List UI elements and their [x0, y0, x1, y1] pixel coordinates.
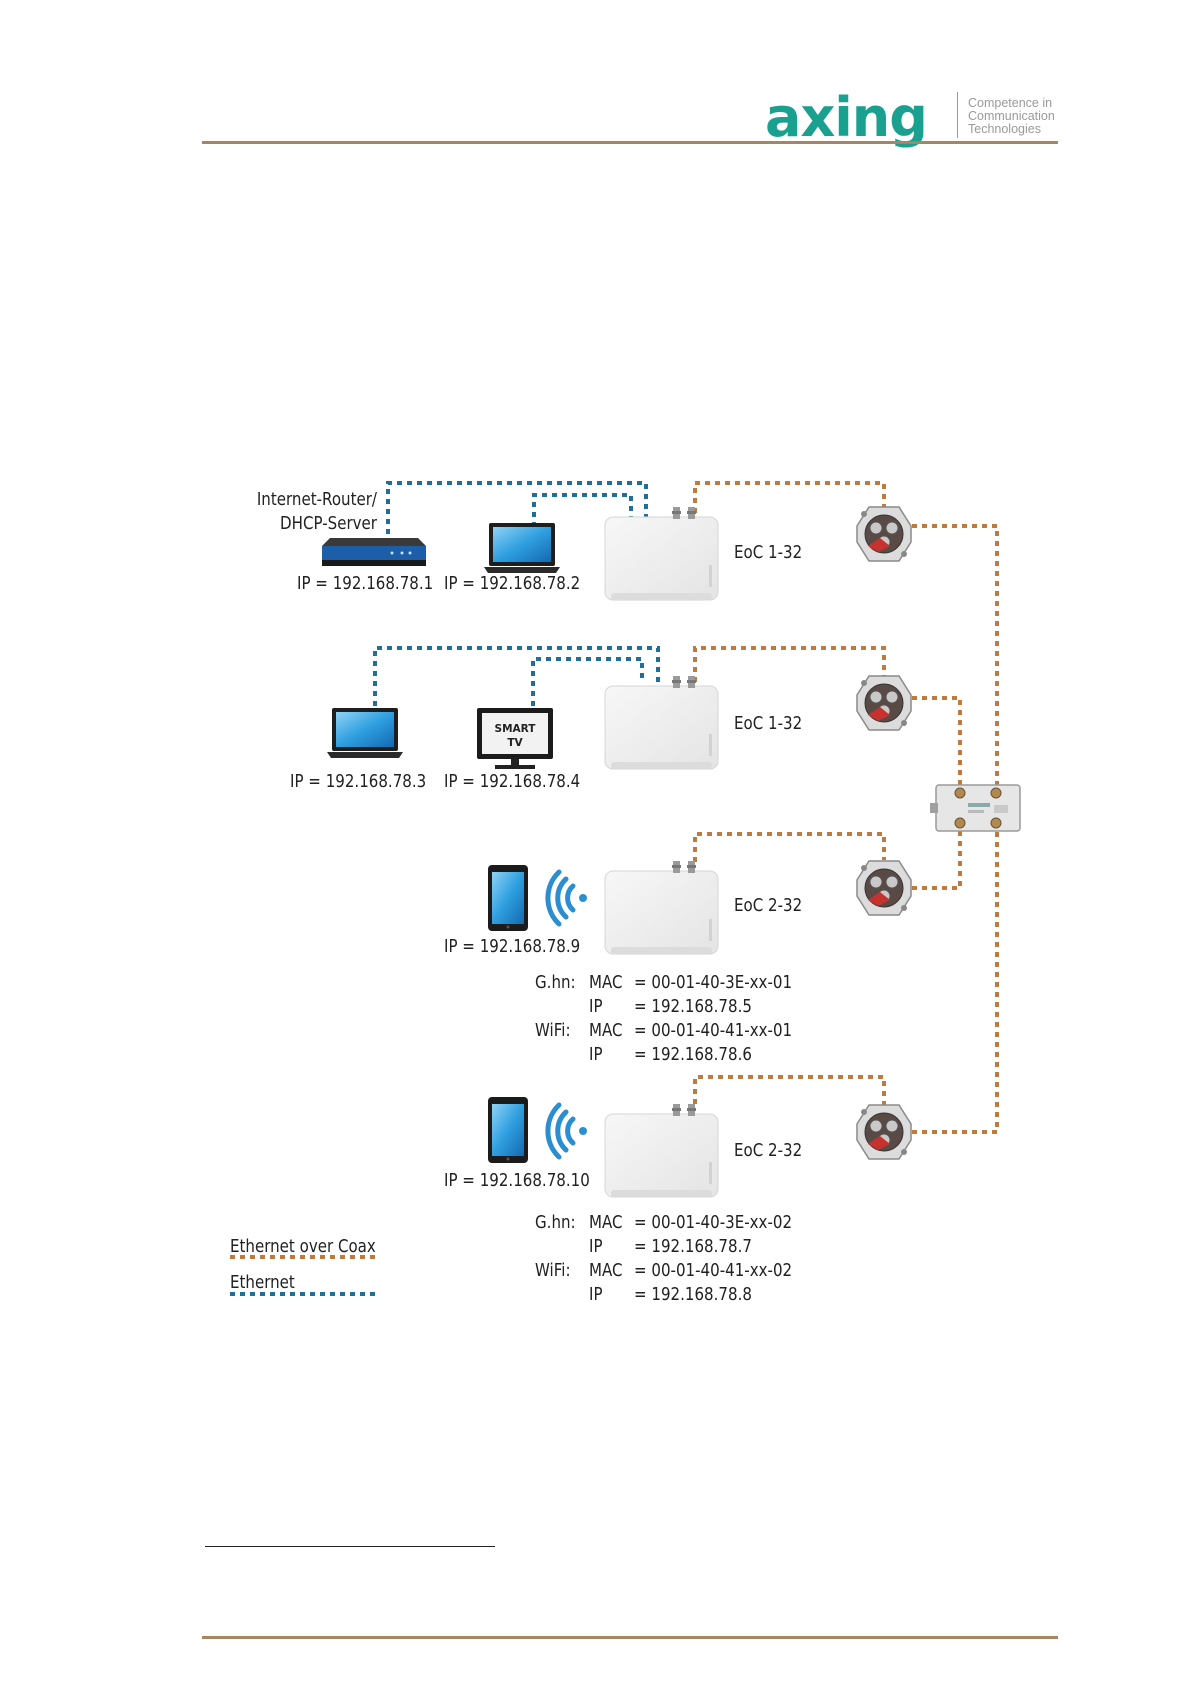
svg-text:TV: TV	[507, 737, 523, 749]
tablet-2-ip: IP = 192.168.78.10	[444, 1171, 590, 1191]
eoc-adapter-icon	[604, 506, 719, 601]
wall-socket-icon	[856, 675, 912, 731]
laptop-1-ip: IP = 192.168.78.2	[444, 574, 581, 594]
wifi-ip-value: = 192.168.78.8	[634, 1285, 752, 1305]
ip-key: IP	[589, 997, 603, 1017]
tablet-icon	[488, 1097, 528, 1163]
ethernet-links	[373, 481, 660, 706]
eoc-label-4: EoC 2-32	[734, 1141, 803, 1161]
tagline-line-1: Competence in	[968, 96, 1053, 110]
laptop-2-ip: IP = 192.168.78.3	[290, 772, 427, 792]
router-icon	[322, 538, 426, 566]
wifi-mac-value: = 00-01-40-41-xx-02	[634, 1261, 793, 1281]
eoc-links	[693, 481, 999, 1134]
tablet-icon	[488, 865, 528, 931]
eoc-adapter-icon	[604, 675, 719, 770]
ip-key: IP	[589, 1045, 603, 1065]
eoc-label-3: EoC 2-32	[734, 896, 803, 916]
ghn-mac-value: = 00-01-40-3E-xx-01	[634, 973, 793, 993]
router-label-line-1: Internet-Router/	[256, 490, 377, 510]
tagline-line-2: Communication	[968, 109, 1055, 123]
mac-key: MAC	[589, 1261, 623, 1281]
ghn-label: G.hn:	[535, 1213, 576, 1233]
wifi-label: WiFi:	[535, 1261, 571, 1281]
ip-key: IP	[589, 1285, 603, 1305]
ghn-ip-value: = 192.168.78.5	[634, 997, 752, 1017]
svg-text:SMART: SMART	[495, 723, 537, 735]
legend-eoc-label: Ethernet over Coax	[230, 1237, 376, 1257]
laptop-icon	[327, 708, 403, 758]
header-rule	[202, 141, 1058, 144]
eoc-adapter-icon	[604, 1103, 719, 1198]
eoc-label-1: EoC 1-32	[734, 543, 803, 563]
footnote-rule	[205, 1546, 495, 1547]
ip-key: IP	[589, 1237, 603, 1257]
wall-socket-icon	[856, 1104, 912, 1160]
mac-key: MAC	[589, 973, 623, 993]
ghn-ip-value: = 192.168.78.7	[634, 1237, 752, 1257]
wifi-ip-value: = 192.168.78.6	[634, 1045, 752, 1065]
router-label-line-2: DHCP-Server	[280, 514, 377, 534]
smart-tv-icon: SMART TV	[477, 708, 553, 769]
wifi-label: WiFi:	[535, 1021, 571, 1041]
footer-rule	[202, 1636, 1058, 1639]
eoc-label-2: EoC 1-32	[734, 714, 803, 734]
wifi-icon	[548, 872, 587, 924]
laptop-icon	[484, 523, 560, 573]
legend-ethernet-label: Ethernet	[230, 1273, 295, 1293]
mac-key: MAC	[589, 1213, 623, 1233]
ghn-label: G.hn:	[535, 973, 576, 993]
tv-ip: IP = 192.168.78.4	[444, 772, 581, 792]
wall-socket-icon	[856, 506, 912, 562]
mac-key: MAC	[589, 1021, 623, 1041]
tablet-1-ip: IP = 192.168.78.9	[444, 937, 581, 957]
eoc-adapter-icon	[604, 860, 719, 955]
axing-logo: axing	[765, 86, 928, 149]
wifi-mac-value: = 00-01-40-41-xx-01	[634, 1021, 793, 1041]
ghn-mac-value: = 00-01-40-3E-xx-02	[634, 1213, 793, 1233]
logo-separator	[957, 92, 958, 138]
wifi-icon	[548, 1105, 587, 1157]
splitter-icon	[930, 784, 1021, 832]
wall-socket-icon	[856, 860, 912, 916]
tagline-line-3: Technologies	[968, 122, 1041, 136]
router-ip: IP = 192.168.78.1	[297, 574, 434, 594]
